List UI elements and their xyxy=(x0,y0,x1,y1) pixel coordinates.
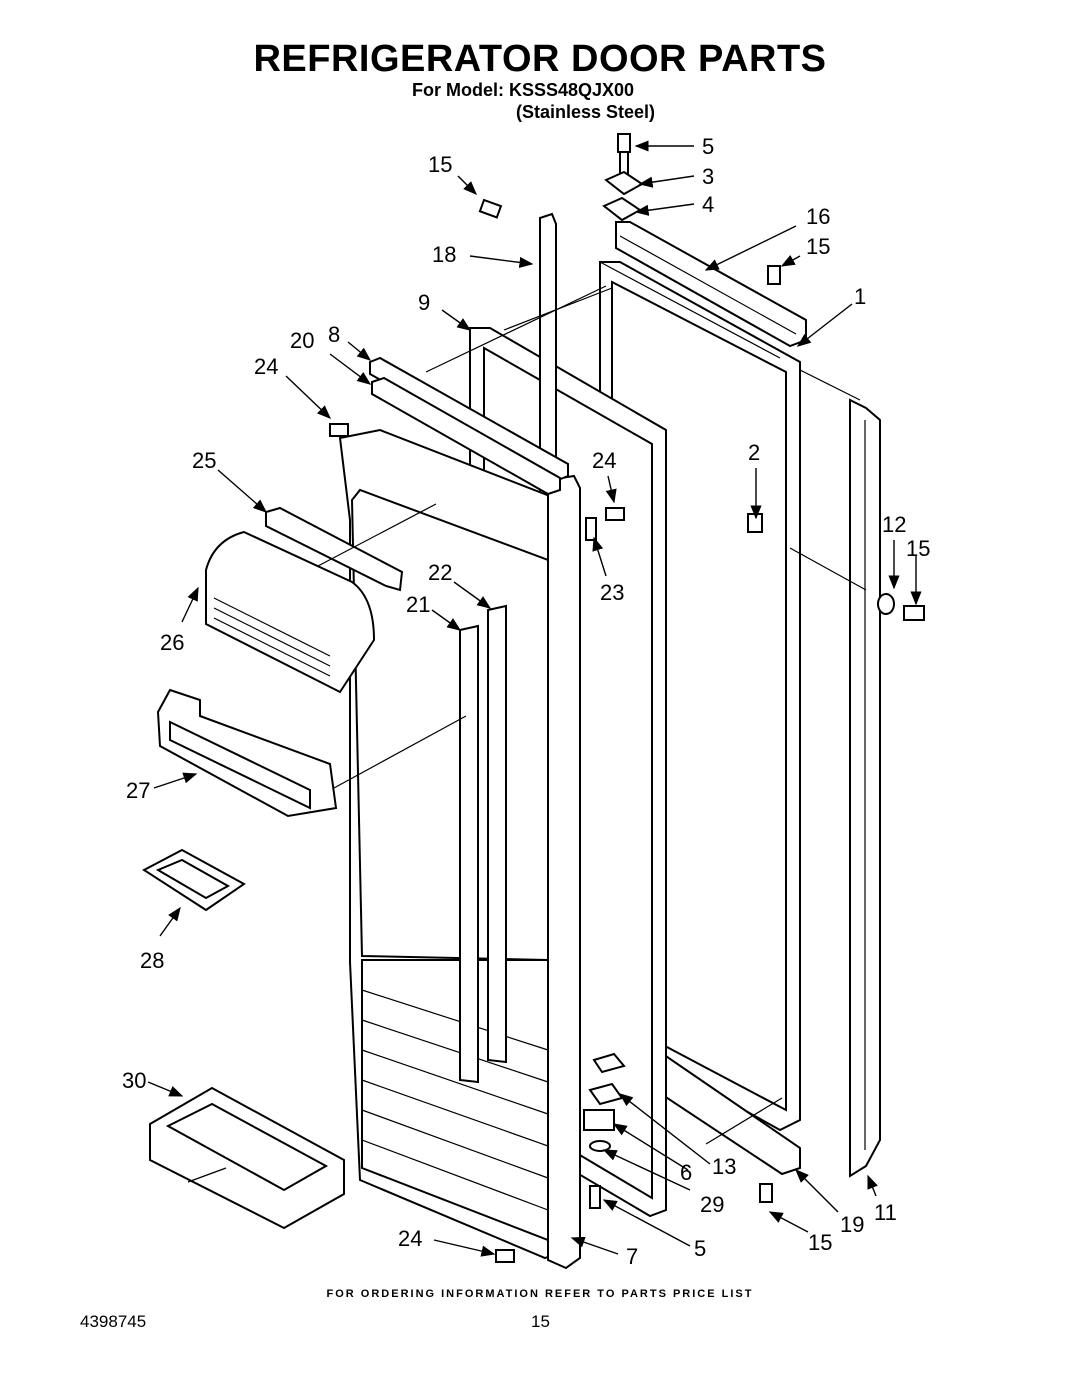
callout-15-upper-right: 15 xyxy=(806,234,830,259)
callout-9: 9 xyxy=(418,290,430,315)
door-shelf-part xyxy=(156,688,338,818)
callout-26: 26 xyxy=(160,630,184,655)
finish-line: (Stainless Steel) xyxy=(516,102,656,122)
callout-15-bottom: 15 xyxy=(808,1230,832,1255)
callout-20: 20 xyxy=(290,328,314,353)
side-trim-part xyxy=(849,398,881,1178)
callout-2: 2 xyxy=(748,440,760,465)
callout-24-lower: 24 xyxy=(398,1226,422,1251)
page-title: REFRIGERATOR DOOR PARTS xyxy=(253,38,827,80)
ordering-note: FOR ORDERING INFORMATION REFER TO PARTS … xyxy=(326,1288,754,1300)
top-trim-part xyxy=(369,356,569,496)
callout-15-upper-left: 15 xyxy=(428,152,452,177)
callout-4: 4 xyxy=(702,192,714,217)
dairy-door-part xyxy=(205,530,376,694)
callout-12: 12 xyxy=(882,512,906,537)
callout-21: 21 xyxy=(406,592,430,617)
door-panel-part xyxy=(547,474,581,1270)
callout-3: 3 xyxy=(702,164,714,189)
callout-23: 23 xyxy=(600,580,624,605)
callout-30: 30 xyxy=(122,1068,146,1093)
callout-6: 6 xyxy=(680,1160,692,1185)
model-line: For Model: KSSS48QJX00 xyxy=(412,80,635,100)
callout-numbers: 5 3 4 15 16 15 18 1 9 8 20 24 25 2 24 12… xyxy=(122,134,930,1269)
callout-5-top: 5 xyxy=(702,134,714,159)
callout-25: 25 xyxy=(192,448,216,473)
document-number: 4398745 xyxy=(80,1312,147,1331)
callout-13: 13 xyxy=(712,1154,736,1179)
callout-29: 29 xyxy=(700,1192,724,1217)
assembly-guide-lines xyxy=(187,285,867,1183)
small-bin-part xyxy=(142,848,246,912)
callout-16: 16 xyxy=(806,204,830,229)
door-liner-part xyxy=(338,428,567,1260)
callout-24-upper: 24 xyxy=(254,354,278,379)
callout-11: 11 xyxy=(874,1200,897,1225)
callout-22: 22 xyxy=(428,560,452,585)
callout-7: 7 xyxy=(626,1244,638,1269)
callout-8: 8 xyxy=(328,322,340,347)
leader-lines xyxy=(147,140,922,1257)
callout-5-bottom: 5 xyxy=(694,1236,706,1261)
breaker-strip-parts xyxy=(459,604,507,1084)
large-bin-part xyxy=(149,1086,345,1230)
screw-icons xyxy=(329,198,925,1263)
callout-19: 19 xyxy=(840,1212,864,1237)
callout-24-middle: 24 xyxy=(592,448,616,473)
page-number: 15 xyxy=(531,1312,550,1331)
callout-18: 18 xyxy=(432,242,456,267)
bottom-hinge-parts xyxy=(583,1052,626,1209)
top-hinge-parts xyxy=(602,133,644,222)
dairy-door-rail-part xyxy=(265,506,404,592)
callout-1: 1 xyxy=(854,284,866,309)
callout-15-right: 15 xyxy=(906,536,930,561)
callout-27: 27 xyxy=(126,778,150,803)
callout-28: 28 xyxy=(140,948,164,973)
